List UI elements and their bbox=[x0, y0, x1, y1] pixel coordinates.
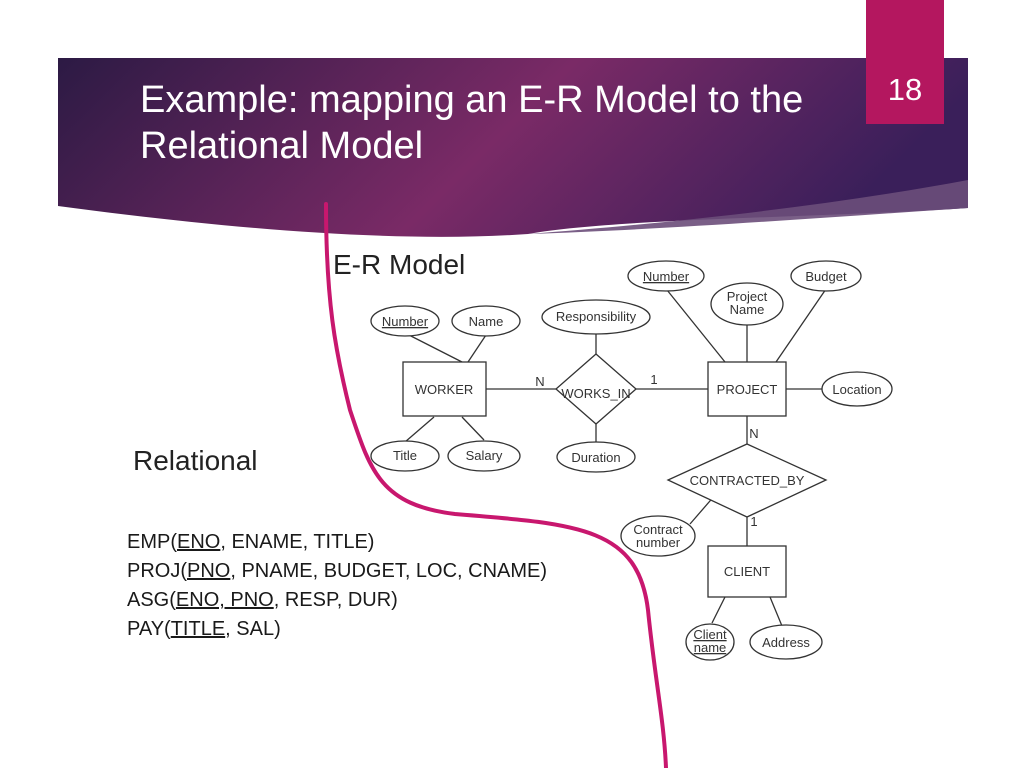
relation-emp: EMP(ENO, ENAME, TITLE) bbox=[127, 528, 547, 557]
worker-name-label: Name bbox=[469, 314, 504, 329]
title-banner bbox=[58, 58, 968, 237]
worker-number-label: Number bbox=[382, 314, 429, 329]
cardinality-works-in-project: 1 bbox=[650, 372, 657, 387]
responsibility-label: Responsibility bbox=[556, 309, 637, 324]
responsibility-attribute bbox=[541, 299, 651, 335]
duration-label: Duration bbox=[571, 450, 620, 465]
er-model-label: E-R Model bbox=[333, 249, 466, 280]
cardinality-contracted-by-client: 1 bbox=[750, 514, 757, 529]
relation-attributes: , PNAME, BUDGET, LOC, CNAME) bbox=[230, 560, 548, 582]
project-number-label: Number bbox=[643, 269, 690, 284]
relation-proj: PROJ(PNO, PNAME, BUDGET, LOC, CNAME) bbox=[127, 557, 547, 586]
worker-title-attribute bbox=[370, 440, 440, 472]
project-budget-attribute bbox=[790, 260, 862, 292]
relation-attributes: , RESP, DUR) bbox=[273, 589, 398, 611]
worker-name-attribute bbox=[451, 305, 521, 337]
er-attributes bbox=[370, 260, 893, 661]
worker-entity-label: WORKER bbox=[415, 382, 474, 397]
page-number-badge: 18 bbox=[866, 0, 944, 124]
worker-entity bbox=[402, 361, 487, 417]
relational-schema: EMP(ENO, ENAME, TITLE) PROJ(PNO, PNAME, … bbox=[127, 528, 547, 644]
worker-number-attribute bbox=[370, 305, 440, 337]
cardinality-worker-works-in: N bbox=[535, 374, 544, 389]
relation-name: PROJ( bbox=[127, 560, 187, 582]
worker-salary-attribute bbox=[447, 440, 521, 472]
divider-curve bbox=[324, 202, 668, 768]
duration-attribute bbox=[556, 441, 636, 473]
contracted-by-label: CONTRACTED_BY bbox=[690, 473, 805, 488]
primary-key: PNO bbox=[187, 560, 231, 582]
relation-name: ASG( bbox=[127, 589, 176, 611]
client-address-label: Address bbox=[762, 635, 810, 650]
project-number-attribute bbox=[627, 260, 705, 292]
page-number: 18 bbox=[887, 72, 923, 107]
client-entity-label: CLIENT bbox=[724, 564, 770, 579]
works-in-relationship bbox=[555, 353, 637, 425]
slide-title: Example: mapping an E-R Model to the Rel… bbox=[140, 79, 804, 167]
relation-name: PAY( bbox=[127, 618, 171, 640]
contracted-by-relationship bbox=[666, 443, 828, 518]
project-entity bbox=[707, 361, 787, 417]
er-shapes bbox=[402, 353, 828, 598]
primary-key: TITLE bbox=[170, 618, 226, 640]
project-location-label: Location bbox=[832, 382, 881, 397]
cardinality-project-contracted-by: N bbox=[749, 426, 758, 441]
project-budget-label: Budget bbox=[805, 269, 847, 284]
relational-label: Relational bbox=[133, 445, 258, 476]
client-entity bbox=[707, 545, 787, 598]
contract-number-attribute bbox=[620, 515, 696, 557]
project-entity-label: PROJECT bbox=[717, 382, 778, 397]
relation-attributes: , ENAME, TITLE) bbox=[220, 531, 375, 553]
project-name-attribute bbox=[710, 282, 784, 326]
primary-key: ENO, PNO bbox=[175, 589, 274, 611]
relation-asg: ASG(ENO, PNO, RESP, DUR) bbox=[127, 586, 547, 615]
client-address-attribute bbox=[749, 624, 823, 660]
client-name-attribute bbox=[685, 623, 735, 661]
project-location-attribute bbox=[821, 371, 893, 407]
relation-attributes: , SAL) bbox=[225, 618, 281, 640]
worker-salary-label: Salary bbox=[466, 448, 503, 463]
relation-pay: PAY(TITLE, SAL) bbox=[127, 615, 547, 644]
works-in-label: WORKS_IN bbox=[561, 386, 630, 401]
er-text: WORKER PROJECT CLIENT WORKS_IN CONTRACTE… bbox=[382, 269, 882, 655]
worker-title-label: Title bbox=[393, 448, 417, 463]
primary-key: ENO bbox=[177, 531, 221, 553]
er-connectors bbox=[404, 288, 827, 627]
relation-name: EMP( bbox=[127, 531, 177, 553]
